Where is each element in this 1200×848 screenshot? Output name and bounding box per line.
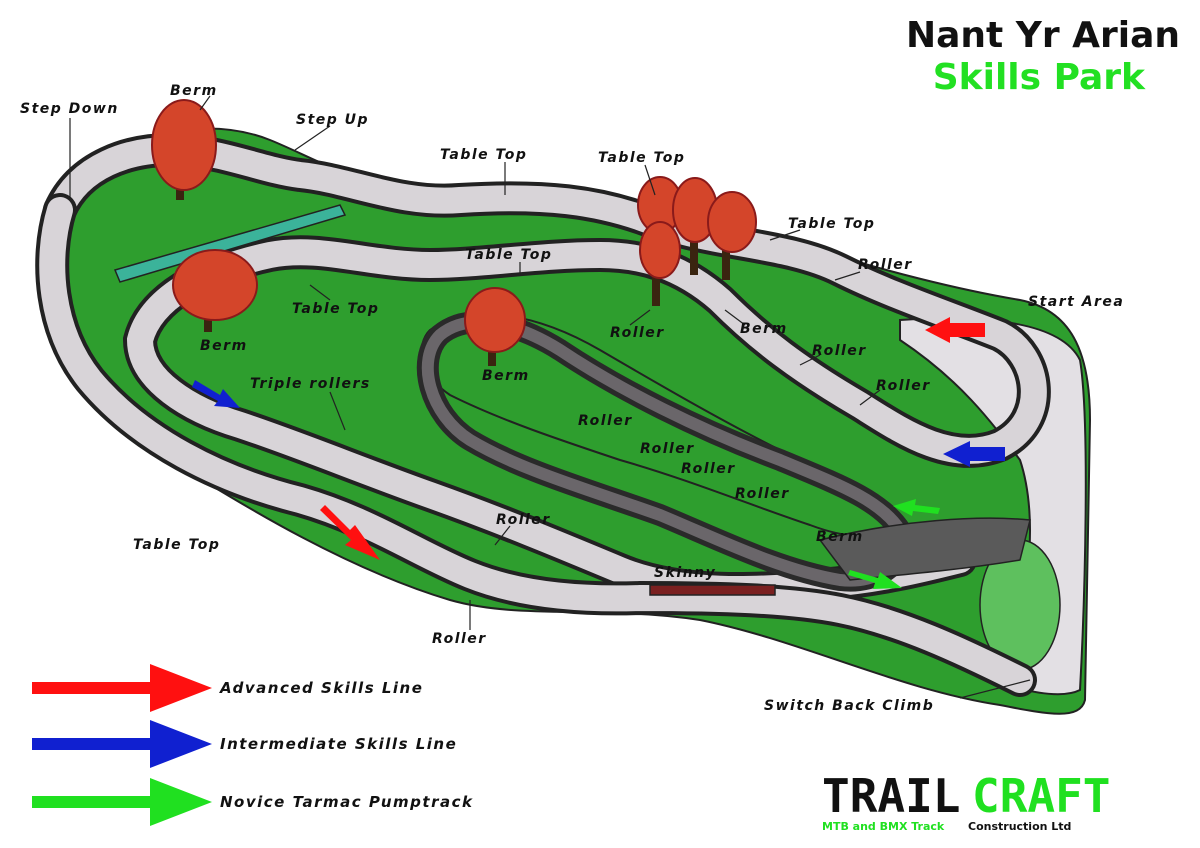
legend-intermediate-arrow [32, 720, 212, 768]
outer-trail-surface [47, 136, 1047, 603]
logo-tagline-1: MTB and BMX Track [822, 820, 945, 833]
legend-novice-label: Novice Tarmac Pumptrack [220, 793, 473, 811]
arrow-novice-2 [848, 570, 902, 589]
label-roller-6: Roller [640, 441, 695, 457]
legend-intermediate: Intermediate Skills Line [32, 720, 457, 768]
title-line-2: Skills Park [933, 57, 1146, 98]
legend-advanced: Advanced Skills Line [32, 664, 423, 712]
label-berm-right: Berm [740, 321, 788, 337]
label-table-top-6: Table Top [133, 537, 220, 553]
arrow-intermediate-left [192, 380, 240, 408]
label-step-up: Step Up [296, 112, 369, 128]
arrow-advanced-left [320, 505, 380, 560]
label-table-top-2: Table Top [598, 150, 685, 166]
arrow-advanced-start [925, 317, 985, 343]
label-berm-top: Berm [170, 83, 218, 99]
label-roller-8: Roller [735, 486, 790, 502]
tree-cluster [637, 176, 757, 306]
tree-berm-left [172, 249, 258, 332]
step-down-bridge [113, 204, 347, 283]
label-roller-5: Roller [578, 413, 633, 429]
tree-berm-top [151, 99, 217, 200]
label-berm-low: Berm [816, 529, 864, 545]
logo-tagline-2: Construction Ltd [968, 820, 1071, 833]
legend-novice: Novice Tarmac Pumptrack [32, 778, 473, 826]
label-roller-2: Roller [610, 325, 665, 341]
label-triple-rollers: Triple rollers [250, 376, 371, 392]
legend-advanced-arrow [32, 664, 212, 712]
legend: Advanced Skills Line Intermediate Skills… [32, 664, 473, 826]
label-roller-1: Roller [858, 257, 913, 273]
legend-intermediate-label: Intermediate Skills Line [220, 735, 457, 753]
label-roller-9: Roller [496, 512, 551, 528]
label-step-down: Step Down [20, 101, 119, 117]
tree-berm-mid [464, 287, 526, 366]
arrow-intermediate-start [943, 441, 1005, 467]
left-trail-surface [39, 197, 1033, 693]
label-table-top-3: Table Top [788, 216, 875, 232]
label-roller-10: Roller [432, 631, 487, 647]
label-skinny: Skinny [654, 565, 716, 581]
title-line-1: Nant Yr Arian [906, 15, 1180, 56]
logo-part-2: CRAFT [972, 769, 1110, 823]
label-table-top-5: Table Top [292, 301, 379, 317]
label-table-top-4: Table Top [465, 247, 552, 263]
leader-lines [69, 95, 1031, 699]
legend-novice-arrow [32, 778, 212, 826]
label-berm-left: Berm [200, 338, 248, 354]
logo-part-1: TRAIL [822, 769, 960, 823]
trailcraft-logo: TRAIL CRAFT MTB and BMX Track Constructi… [822, 769, 1110, 833]
label-roller-4: Roller [876, 378, 931, 394]
label-berm-mid: Berm [482, 368, 530, 384]
arrow-novice-1 [893, 499, 940, 516]
skinny-plank [649, 584, 776, 596]
label-switch-back: Switch Back Climb [764, 698, 934, 714]
label-table-top-1: Table Top [440, 147, 527, 163]
label-start-area: Start Area [1028, 294, 1124, 310]
legend-advanced-label: Advanced Skills Line [219, 679, 423, 697]
label-roller-3: Roller [812, 343, 867, 359]
pumptrack-tail [818, 517, 1031, 581]
label-roller-7: Roller [681, 461, 736, 477]
